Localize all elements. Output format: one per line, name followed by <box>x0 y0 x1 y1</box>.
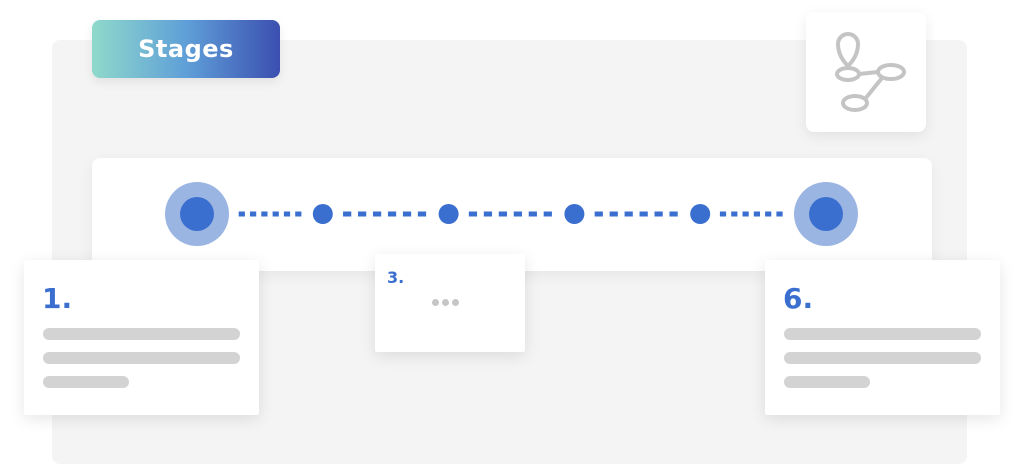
page-title: Stages <box>138 35 234 63</box>
connector-dot <box>624 211 633 217</box>
route-icon-card <box>806 12 926 132</box>
connector-dot <box>358 211 367 217</box>
connector-dot <box>372 211 382 217</box>
connector-dot <box>742 211 749 217</box>
stage-card-first: 1. <box>24 260 259 415</box>
connector-dot <box>272 211 279 217</box>
timeline-connector <box>719 211 783 217</box>
connector-dot <box>283 211 291 217</box>
placeholder-text-line <box>43 352 240 364</box>
connector-dot <box>402 211 412 217</box>
connector-dot <box>765 211 772 217</box>
connector-dot <box>753 211 761 217</box>
connector-dot <box>238 211 245 217</box>
timeline-node <box>564 204 585 224</box>
placeholder-text-line <box>43 328 240 340</box>
connector-dot <box>249 211 257 217</box>
connector-dot <box>543 211 552 217</box>
connector-dot <box>498 211 508 217</box>
connector-dot <box>594 211 603 217</box>
connector-dot <box>669 211 678 217</box>
connector-dot <box>468 211 478 217</box>
connector-dot <box>483 211 493 217</box>
timeline-node-major <box>794 182 858 246</box>
title-badge: Stages <box>92 20 280 78</box>
timeline-connector <box>343 211 427 217</box>
stage-card-middle: 3. <box>375 254 525 352</box>
more-ellipsis-icon <box>432 299 459 306</box>
stage-number: 6. <box>783 282 814 315</box>
node-dot <box>690 204 711 224</box>
connector-dot <box>387 211 397 217</box>
timeline-node-major <box>165 182 229 246</box>
stage-number: 3. <box>387 268 405 287</box>
placeholder-text-line <box>784 352 981 364</box>
node-dot <box>809 197 843 231</box>
node-dot <box>312 204 333 224</box>
connector-dot <box>731 211 738 217</box>
connector-dot <box>719 211 727 217</box>
placeholder-text-line <box>784 328 981 340</box>
connector-dot <box>261 211 268 217</box>
connector-dot <box>776 211 783 217</box>
timeline <box>165 182 858 246</box>
node-dot <box>564 204 585 224</box>
route-map-pin-icon <box>835 32 906 112</box>
timeline-connector <box>594 211 678 217</box>
timeline-node <box>312 204 333 224</box>
timeline-track <box>92 158 932 271</box>
timeline-node <box>438 204 459 224</box>
connector-dot <box>343 211 352 217</box>
connector-dot <box>654 211 663 217</box>
connector-dot <box>639 211 648 217</box>
timeline-connector <box>468 211 552 217</box>
connector-dot <box>417 211 427 217</box>
connector-dot <box>528 211 537 217</box>
node-dot <box>180 197 214 231</box>
connector-dot <box>295 211 302 217</box>
connector-dot <box>609 211 618 217</box>
timeline-node <box>690 204 711 224</box>
stage-card-last: 6. <box>765 260 1000 415</box>
connector-dot <box>513 211 522 217</box>
timeline-connector <box>238 211 302 217</box>
placeholder-text-line <box>43 376 129 388</box>
placeholder-text-line <box>784 376 870 388</box>
node-dot <box>438 204 459 224</box>
stage-number: 1. <box>42 282 73 315</box>
